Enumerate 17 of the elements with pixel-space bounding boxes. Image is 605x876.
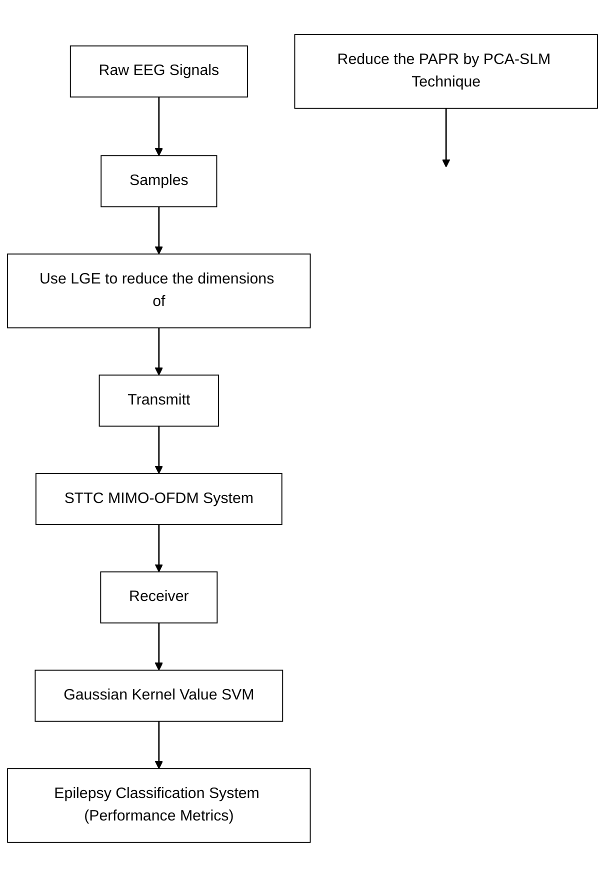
node-box: Gaussian Kernel Value SVM: [34, 669, 284, 722]
arrow: [154, 206, 164, 254]
arrow: [154, 327, 164, 375]
arrow: [442, 108, 450, 167]
node-box: Use LGE to reduce the dimensions of: [7, 253, 311, 328]
node-box: Transmitt: [98, 374, 220, 426]
node-box: Samples: [100, 154, 218, 207]
arrow: [154, 524, 164, 572]
node-box: STTC MIMO-OFDM System: [35, 472, 282, 525]
node-box: Receiver: [100, 570, 218, 623]
node-box: Raw EEG Signals: [70, 44, 248, 97]
arrow: [154, 426, 164, 474]
node-box: Reduce the PAPR by PCA-SLM Technique: [294, 34, 598, 108]
arrow: [154, 720, 164, 768]
arrow: [154, 622, 164, 670]
node-box: Epilepsy Classification System (Performance Metrics): [7, 768, 311, 842]
arrow: [154, 96, 164, 156]
